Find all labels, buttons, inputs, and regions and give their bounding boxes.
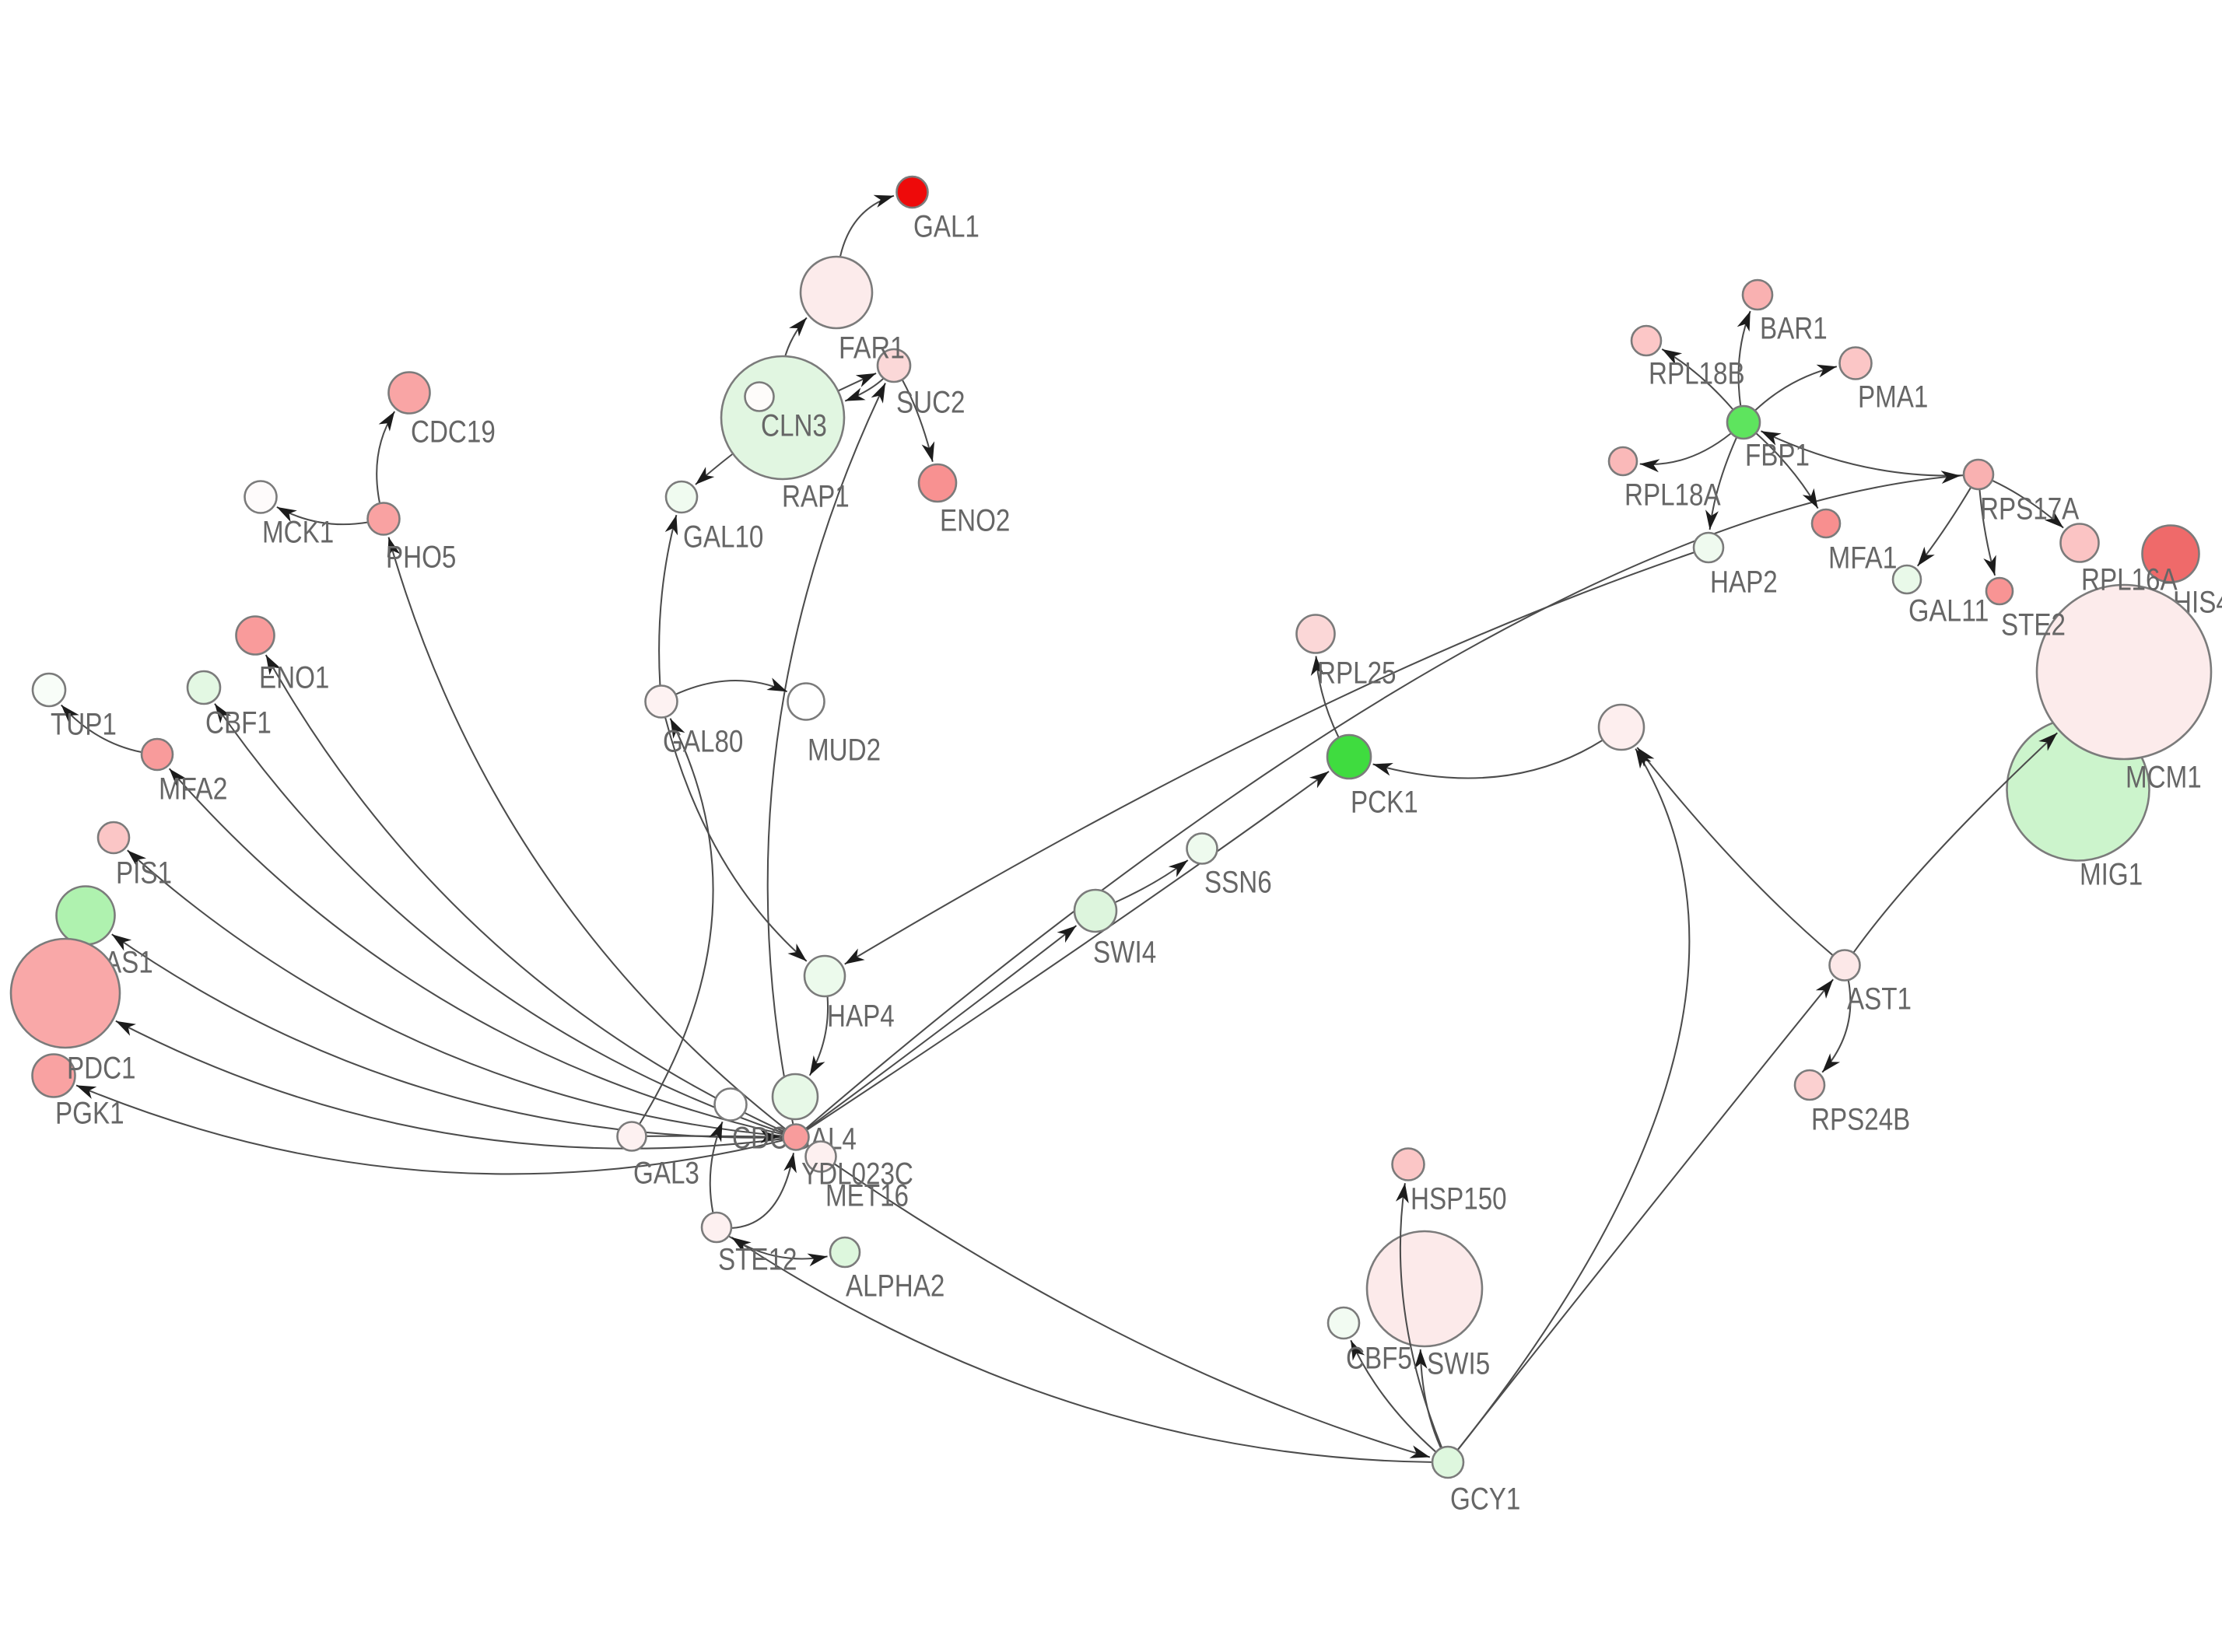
svg-text:MUD2: MUD2 xyxy=(808,733,881,768)
svg-text:RAP1: RAP1 xyxy=(782,480,850,514)
svg-text:MET16: MET16 xyxy=(825,1179,909,1213)
svg-text:YDL023C: YDL023C xyxy=(801,1157,913,1192)
svg-text:RPS17A: RPS17A xyxy=(1980,492,2080,527)
svg-text:GAL3: GAL3 xyxy=(633,1157,699,1191)
svg-text:STE12: STE12 xyxy=(718,1243,797,1277)
svg-text:MFA1: MFA1 xyxy=(1828,541,1898,576)
svg-text:PHO5: PHO5 xyxy=(386,541,456,575)
svg-text:CBF1: CBF1 xyxy=(205,706,272,740)
svg-text:GAL80: GAL80 xyxy=(663,725,743,759)
svg-text:MFA2: MFA2 xyxy=(159,772,228,807)
svg-text:SWI4: SWI4 xyxy=(1093,936,1156,970)
svg-text:HSP150: HSP150 xyxy=(1411,1182,1507,1216)
svg-text:TUP1: TUP1 xyxy=(51,708,117,742)
svg-text:HAP4: HAP4 xyxy=(827,999,895,1034)
svg-text:ALPHA2: ALPHA2 xyxy=(846,1269,945,1304)
svg-text:HAP2: HAP2 xyxy=(1710,565,1778,600)
svg-text:MCK1: MCK1 xyxy=(262,516,334,550)
svg-text:PCK1: PCK1 xyxy=(1351,786,1418,820)
svg-text:ENO2: ENO2 xyxy=(940,504,1010,538)
svg-text:CLN3: CLN3 xyxy=(761,409,827,443)
svg-text:BAR1: BAR1 xyxy=(1760,312,1828,346)
svg-text:PIS1: PIS1 xyxy=(116,856,172,891)
svg-text:MCM1: MCM1 xyxy=(2126,761,2202,795)
svg-text:STE2: STE2 xyxy=(2001,608,2066,642)
svg-text:RPL25: RPL25 xyxy=(1317,656,1397,691)
svg-text:CDC19: CDC19 xyxy=(411,415,496,450)
svg-text:FAR1: FAR1 xyxy=(839,331,905,366)
svg-text:PDC1: PDC1 xyxy=(67,1052,136,1086)
svg-text:CBF5: CBF5 xyxy=(1346,1342,1412,1376)
svg-text:SSN6: SSN6 xyxy=(1204,866,1272,900)
svg-text:RPL16A: RPL16A xyxy=(2081,563,2178,597)
svg-text:MIG1: MIG1 xyxy=(2080,858,2143,892)
svg-text:RPL18B: RPL18B xyxy=(1649,357,1745,391)
svg-text:RPL18A: RPL18A xyxy=(1624,478,1721,513)
svg-text:FBP1: FBP1 xyxy=(1745,439,1810,473)
svg-text:GAL10: GAL10 xyxy=(683,520,763,555)
svg-text:GCY1: GCY1 xyxy=(1450,1482,1520,1517)
svg-text:RPS24B: RPS24B xyxy=(1811,1103,1910,1137)
svg-text:PGK1: PGK1 xyxy=(55,1097,124,1131)
svg-text:PMA1: PMA1 xyxy=(1858,380,1928,415)
svg-text:SUC2: SUC2 xyxy=(896,386,966,420)
svg-text:GAL11: GAL11 xyxy=(1908,594,1989,628)
svg-text:SWI5: SWI5 xyxy=(1427,1347,1490,1381)
svg-text:GAL1: GAL1 xyxy=(913,210,980,244)
svg-text:ENO1: ENO1 xyxy=(259,661,329,695)
svg-text:AST1: AST1 xyxy=(1847,982,1912,1017)
